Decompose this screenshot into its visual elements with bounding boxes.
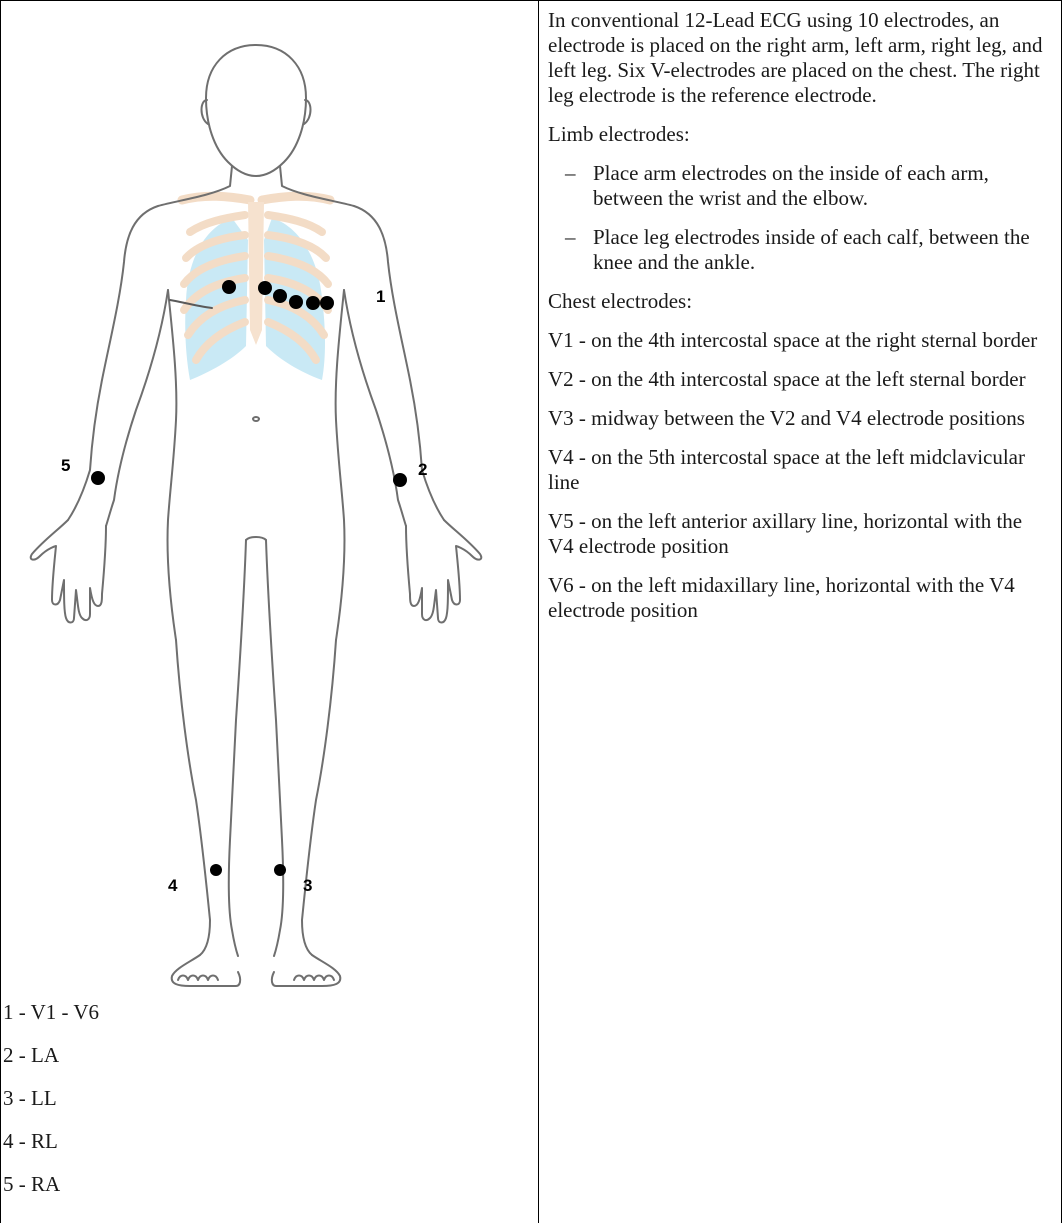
callout-3: 3 [303,876,312,895]
electrode-v6 [320,296,334,310]
electrode-v2 [258,281,272,295]
limb-electrodes-heading: Limb electrodes: [548,122,1051,147]
legend-item: 1 - V1 - V6 [3,1000,533,1043]
sternum [248,202,264,345]
chest-item-v6: V6 - on the left midaxillary line, horiz… [548,573,1051,623]
callout-5: 5 [61,456,70,475]
bullet-dash: – [565,161,593,186]
electrode-ll [274,864,286,876]
legend-item: 2 - LA [3,1043,533,1086]
limb-bullet-text: Place leg electrodes inside of each calf… [593,225,1030,274]
limb-electrodes [91,471,407,876]
limb-bullet: –Place arm electrodes on the inside of e… [548,161,1051,211]
electrode-rl [210,864,222,876]
chest-item-v3: V3 - midway between the V2 and V4 electr… [548,406,1051,431]
body-illustration: 1 2 3 4 5 [0,0,538,995]
electrode-v3 [273,289,287,303]
electrode-legend: 1 - V1 - V6 2 - LA 3 - LL 4 - RL 5 - RA [3,1000,533,1215]
description-column: In conventional 12-Lead ECG using 10 ele… [539,0,1061,1223]
legend-item: 3 - LL [3,1086,533,1129]
chest-item-v2: V2 - on the 4th intercostal space at the… [548,367,1051,392]
body-outline [31,45,482,986]
clavicles [182,196,330,200]
chest-item-v4: V4 - on the 5th intercostal space at the… [548,445,1051,495]
electrode-la [393,473,407,487]
limb-bullet-text: Place arm electrodes on the inside of ea… [593,161,989,210]
figure-column: 1 2 3 4 5 1 - V1 - V6 2 - LA 3 - LL 4 - … [0,0,538,1223]
legend-item: 5 - RA [3,1172,533,1215]
electrode-ra [91,471,105,485]
electrode-v4 [289,295,303,309]
bullet-dash: – [565,225,593,250]
callout-1: 1 [376,287,385,306]
intro-paragraph: In conventional 12-Lead ECG using 10 ele… [548,8,1051,108]
electrode-v1 [222,280,236,294]
legend-item: 4 - RL [3,1129,533,1172]
electrode-v5 [306,296,320,310]
callout-4: 4 [168,876,178,895]
chest-item-v5: V5 - on the left anterior axillary line,… [548,509,1051,559]
chest-electrodes-heading: Chest electrodes: [548,289,1051,314]
electrode-placement-figure: 1 2 3 4 5 [0,0,538,995]
chest-item-v1: V1 - on the 4th intercostal space at the… [548,328,1051,353]
limb-bullet: –Place leg electrodes inside of each cal… [548,225,1051,275]
callout-2: 2 [418,460,427,479]
